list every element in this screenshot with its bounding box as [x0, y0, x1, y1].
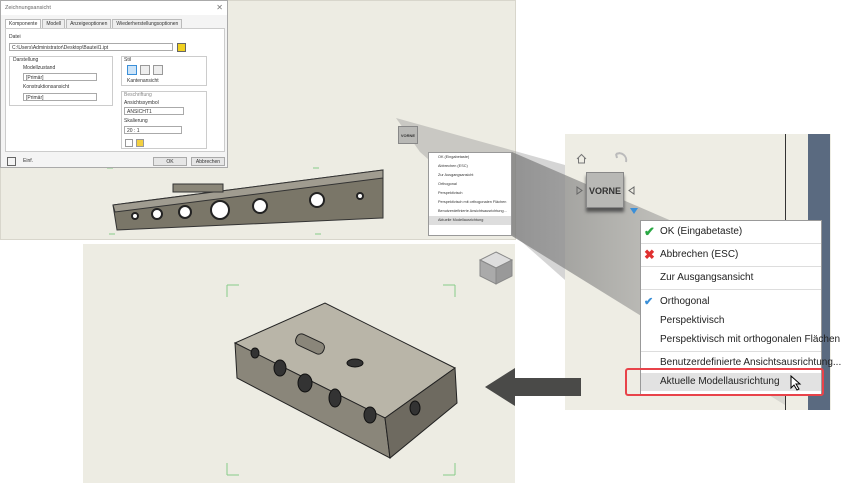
rotate-arrow-icon[interactable] — [612, 150, 628, 164]
hidden-lines-checkbox[interactable]: Kantenansicht — [127, 78, 159, 84]
dialog-title: Zeichnungsansicht — [5, 5, 51, 11]
home-icon[interactable] — [576, 153, 587, 164]
menu-item-label: Abbrechen (ESC) — [660, 249, 739, 260]
x-icon: ✖ — [644, 247, 655, 262]
menu-item-label: Aktuelle Modellausrichtung — [660, 376, 780, 387]
preview-checkbox[interactable]: Einf. — [23, 158, 34, 164]
highlight-box — [625, 368, 824, 396]
tab-modell[interactable]: Modell — [42, 19, 66, 28]
arrow-left-icon[interactable] — [628, 186, 635, 195]
menu-item-label: Perspektivisch mit orthogonalen Flächen — [660, 334, 841, 345]
menu-item-current-model-orientation[interactable]: Aktuelle Modellausrichtung — [641, 373, 821, 391]
design-view-dropdown[interactable]: [Primär] — [23, 93, 97, 101]
context-menu: ✔ OK (Eingabetaste) ✖ Abbrechen (ESC) Zur … — [640, 220, 841, 396]
menu-item-ok[interactable]: ✔ OK (Eingabetaste) — [641, 223, 821, 241]
checkmark-icon: ✔ — [644, 296, 654, 308]
small-menu-perspective-ortho[interactable]: Perspektivisch mit orthogonalen Flächen — [438, 200, 507, 204]
model-state-label: Modellzustand — [23, 65, 56, 71]
small-menu-home[interactable]: Zur Ausgangsansicht — [438, 173, 474, 177]
representation-label: Darstellung — [13, 57, 39, 63]
menu-item-cancel[interactable]: ✖ Abbrechen (ESC) — [641, 246, 821, 264]
ok-button[interactable]: OK — [153, 157, 187, 166]
small-menu-perspective[interactable]: Perspektivisch — [438, 191, 463, 195]
tab-komponente[interactable]: Komponente — [5, 19, 42, 28]
menu-item-label: Zur Ausgangsansicht — [660, 272, 754, 283]
menu-item-home-view[interactable]: Zur Ausgangsansicht — [641, 269, 821, 287]
arrow-left-callout-icon — [485, 368, 581, 406]
small-menu-cancel[interactable]: Abbrechen (ESC) — [438, 164, 468, 168]
view-symbol-label: Ansichtssymbol — [124, 100, 159, 106]
tab-anzeigeoptionen[interactable]: Anzeigeoptionen — [66, 19, 112, 28]
style-hidden-lines-button[interactable] — [127, 65, 137, 75]
menu-item-orthogonal[interactable]: ✔ Orthogonal — [641, 293, 821, 311]
arrow-right-icon[interactable] — [576, 186, 583, 195]
cursor-icon — [790, 375, 802, 391]
open-file-icon[interactable] — [177, 43, 186, 52]
part-side-view — [106, 167, 388, 235]
style-label: Stil — [124, 57, 131, 63]
design-view-label: Konstruktionsansicht — [23, 84, 70, 90]
viewcube-large[interactable]: VORNE — [586, 172, 624, 208]
scale-label: Skalierung — [124, 118, 148, 124]
drawing-view-dialog: Zeichnungsansicht ✕ Komponente Modell An… — [0, 0, 228, 168]
style-shaded-button[interactable] — [153, 65, 163, 75]
menu-item-label: Benutzerdefinierte Ansichtsausrichtung..… — [660, 357, 842, 368]
cancel-button[interactable]: Abbrechen — [191, 157, 225, 166]
menu-item-label: OK (Eingabetaste) — [660, 226, 743, 237]
close-icon[interactable]: ✕ — [216, 3, 223, 12]
menu-item-label: Perspektivisch — [660, 315, 725, 326]
viewcube-small-icon[interactable] — [478, 250, 514, 286]
menu-item-label: Orthogonal — [660, 296, 710, 307]
small-menu-custom[interactable]: Benutzerdefinierte Ansichtsausrichtung..… — [438, 209, 507, 213]
small-menu-orthogonal[interactable]: Orthogonal — [438, 182, 457, 186]
viewcube-menu-icon[interactable] — [630, 208, 638, 214]
edit-scale-icon[interactable] — [125, 139, 133, 147]
file-label: Datei — [9, 34, 21, 40]
highlighter-icon[interactable] — [136, 139, 144, 147]
check-icon: ✔ — [644, 224, 655, 239]
viewcube-small[interactable]: VORNE — [398, 126, 418, 144]
style-visible-lines-button[interactable] — [140, 65, 150, 75]
menu-item-perspective-ortho[interactable]: Perspektivisch mit orthogonalen Flächen — [641, 331, 840, 349]
scale-dropdown[interactable]: 20 : 1 — [124, 126, 182, 134]
tab-wiederherstellungsoptionen[interactable]: Wiederherstellungsoptionen — [112, 19, 183, 28]
small-menu-current[interactable]: Aktuelle Modellausrichtung — [429, 216, 511, 225]
menu-item-custom-orientation[interactable]: Benutzerdefinierte Ansichtsausrichtung..… — [641, 354, 841, 372]
file-dropdown[interactable]: C:\Users\Administrator\Desktop\Bauteil1.… — [9, 43, 173, 51]
small-menu-ok[interactable]: OK (Eingabetaste) — [438, 155, 470, 159]
view-symbol-input[interactable]: ANSICHT1 — [124, 107, 184, 115]
help-icon[interactable] — [7, 157, 16, 166]
dialog-titlebar: Zeichnungsansicht ✕ — [1, 1, 227, 15]
menu-item-perspective[interactable]: Perspektivisch — [641, 312, 821, 330]
label-group-title: Beschriftung — [124, 92, 152, 98]
context-menu-small: OK (Eingabetaste) Abbrechen (ESC) Zur Au… — [428, 152, 512, 236]
model-state-dropdown[interactable]: [Primär] — [23, 73, 97, 81]
part-isometric-view — [226, 284, 458, 476]
